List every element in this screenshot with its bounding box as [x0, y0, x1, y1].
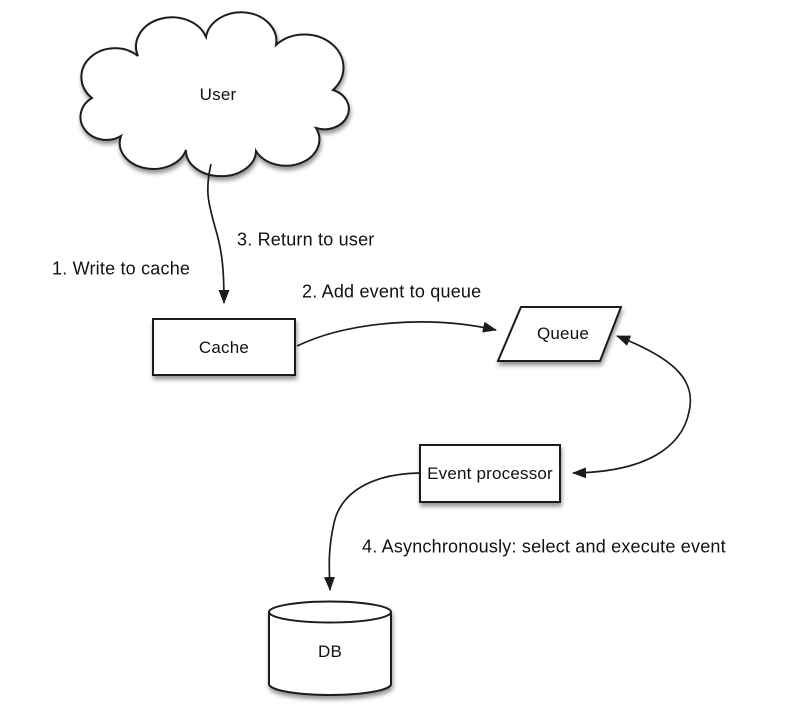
- edge-queue-to-processor: [572, 335, 692, 479]
- node-label-db: DB: [317, 642, 343, 661]
- edge-label-step4: 4. Asynchronously: select and execute ev…: [362, 536, 726, 557]
- node-label-event-processor: Event processor: [427, 464, 553, 483]
- db-cylinder-shape: [268, 600, 392, 696]
- cache-rect-shape: [152, 318, 296, 376]
- edge-label-step3: 3. Return to user: [237, 229, 375, 250]
- event-processor-rect-shape: [419, 444, 561, 503]
- edge-cache-to-queue: [296, 321, 497, 347]
- node-label-user: User: [199, 85, 237, 104]
- edge-label-step2: 2. Add event to queue: [302, 281, 482, 302]
- edge-label-step1: 1. Write to cache: [52, 258, 191, 279]
- user-cloud-shape: [79, 11, 350, 178]
- node-label-cache: Cache: [198, 338, 250, 357]
- edge-user-to-cache: [206, 163, 230, 304]
- node-label-queue: Queue: [536, 324, 590, 343]
- edge-processor-to-db: [323, 472, 420, 591]
